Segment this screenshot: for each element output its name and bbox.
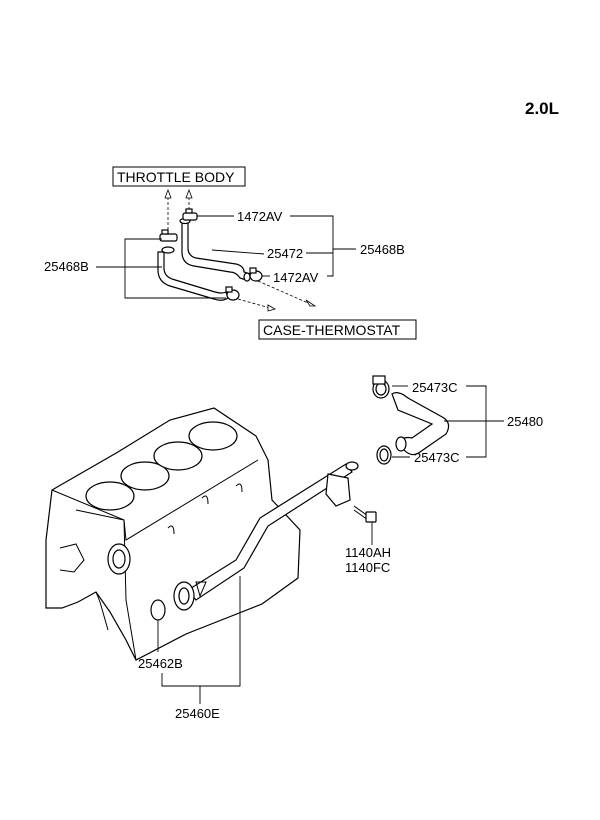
cylinder-bore-3 <box>153 441 203 471</box>
case-thermostat-label: CASE-THERMOSTAT <box>263 322 401 338</box>
part-25473c-bottom: 25473C <box>414 450 460 465</box>
clamp-1472av-bottom <box>249 267 263 282</box>
pipe-25460e <box>187 463 353 601</box>
o-ring-25462b <box>150 599 166 621</box>
clamp-1472av-top <box>182 208 198 221</box>
cylinder-bore-4 <box>188 421 238 451</box>
part-25460e: 25460E <box>175 706 220 721</box>
clamp-25473c-top <box>372 375 390 399</box>
part-25472: 25472 <box>267 246 303 261</box>
throttle-body-label: THROTTLE BODY <box>117 169 235 185</box>
part-25473c-top: 25473C <box>412 380 458 395</box>
cylinder-bore-2 <box>120 461 170 491</box>
water-pipe-group: 1140AH 1140FC 25462B 25460E <box>138 461 391 721</box>
part-1472av-bottom: 1472AV <box>273 270 319 285</box>
part-25480: 25480 <box>507 414 543 429</box>
clamp-25468b-bottom <box>225 286 240 301</box>
cylinder-bore-1 <box>85 481 135 511</box>
clamp-25473c-bottom <box>376 445 392 465</box>
part-25462b: 25462B <box>138 656 183 671</box>
engine-block <box>45 407 301 661</box>
clamp-25468b-top <box>159 229 178 242</box>
part-1472av-top: 1472AV <box>237 209 283 224</box>
part-25468b-right: 25468B <box>360 242 405 257</box>
part-25468b-left: 25468B <box>44 259 89 274</box>
part-1140fc: 1140FC <box>345 560 390 575</box>
hose-25472 <box>181 221 251 281</box>
case-thermostat-box <box>258 319 417 340</box>
radiator-hose-group: 25473C 25480 25473C <box>372 375 543 465</box>
throttle-body-box <box>112 166 246 187</box>
engine-variant-label: 2.0L <box>525 99 559 118</box>
bypass-hose-group: THROTTLE BODY <box>44 166 417 340</box>
hose-25480 <box>391 392 450 456</box>
bolt-1140ah-1140fc <box>353 505 377 523</box>
part-1140ah: 1140AH <box>345 545 391 560</box>
